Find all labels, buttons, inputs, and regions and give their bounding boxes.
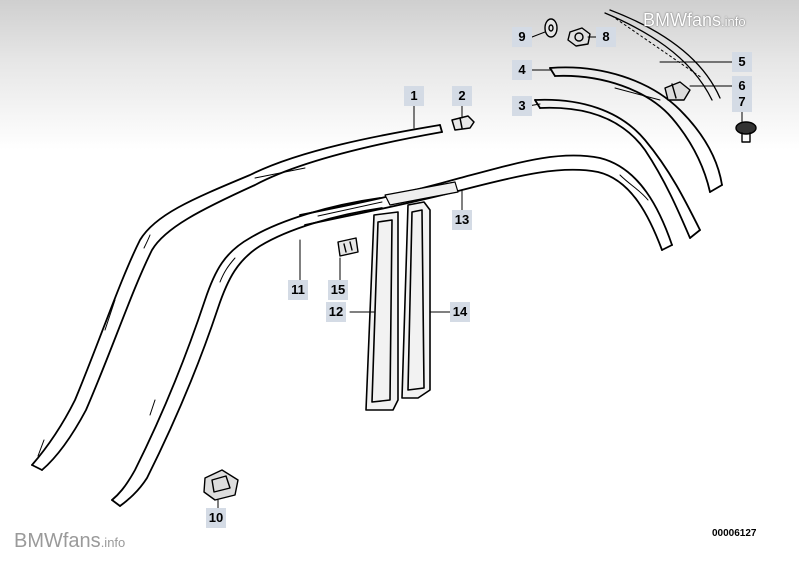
callout-part-9[interactable]: 9 [512, 27, 532, 47]
callout-part-2[interactable]: 2 [452, 86, 472, 106]
callout-part-10[interactable]: 10 [206, 508, 226, 528]
callout-part-15[interactable]: 15 [328, 280, 348, 300]
moulding-part-1 [31, 124, 443, 471]
callout-part-7[interactable]: 7 [732, 92, 752, 112]
watermark-top-suffix: .info [721, 14, 746, 29]
moulding-part-11 [111, 197, 383, 507]
arch-moulding-part-4 [549, 66, 723, 193]
seal-strip-part-5 [604, 9, 721, 101]
nut-part-8 [567, 27, 591, 47]
diagram-code: 00006127 [712, 528, 757, 539]
callout-part-4[interactable]: 4 [512, 60, 532, 80]
callout-part-12[interactable]: 12 [326, 302, 346, 322]
callout-part-3[interactable]: 3 [512, 96, 532, 116]
watermark-bottom-suffix: .info [100, 535, 126, 550]
callout-part-6[interactable]: 6 [732, 76, 752, 96]
callout-part-13[interactable]: 13 [452, 210, 472, 230]
callout-part-1[interactable]: 1 [404, 86, 424, 106]
callout-part-14[interactable]: 14 [450, 302, 470, 322]
leader-lines [217, 31, 743, 509]
clip-part-6 [664, 81, 691, 101]
watermark-top: BMWfans.info [643, 10, 746, 31]
callout-part-8[interactable]: 8 [596, 27, 616, 47]
clip-part-10 [203, 469, 239, 501]
watermark-bottom: BMWfans.info [14, 530, 125, 553]
watermark-top-main: BMWfans [643, 10, 722, 30]
moulding-part-13 [299, 154, 673, 251]
rivet-part-7 [735, 121, 757, 143]
bracket-part-15 [337, 237, 359, 257]
pillar-trim-part-12 [365, 211, 399, 411]
pillar-trim-part-14 [401, 201, 431, 399]
callout-part-5[interactable]: 5 [732, 52, 752, 72]
watermark-bottom-main: BMWfans [14, 530, 101, 552]
callout-part-11[interactable]: 11 [288, 280, 308, 300]
end-cap-part-2 [451, 115, 475, 131]
washer-part-9 [544, 18, 558, 38]
